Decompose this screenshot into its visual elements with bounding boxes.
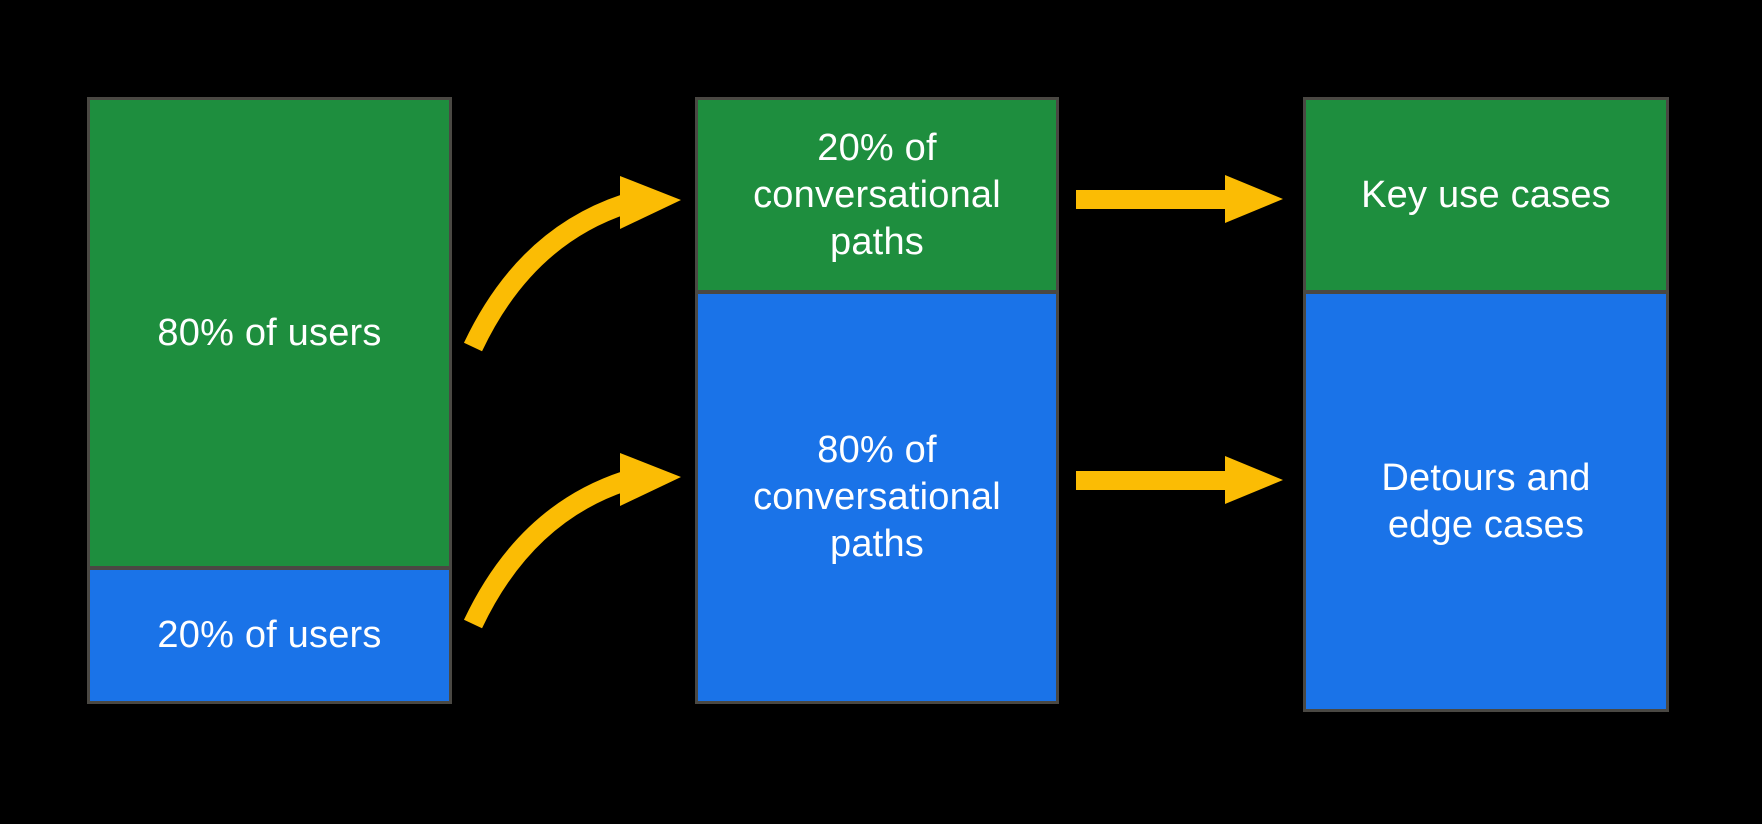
label-key-use-cases: Key use cases — [1361, 173, 1611, 216]
curved-arrow-users80-to-paths20 — [463, 176, 681, 352]
label-paths-80: 80% of conversational paths — [753, 429, 1001, 565]
bar-users: 80% of users 20% of users — [87, 97, 452, 704]
segment-detours-edge-cases: Detours and edge cases — [1306, 290, 1666, 709]
bar-use-cases: Key use cases Detours and edge cases — [1303, 97, 1669, 712]
segment-paths-20: 20% of conversational paths — [698, 100, 1056, 290]
segment-users-20: 20% of users — [90, 566, 449, 701]
straight-arrow-paths80-to-detours — [1076, 456, 1283, 504]
segment-key-use-cases: Key use cases — [1306, 100, 1666, 290]
label-paths-20: 20% of conversational paths — [753, 126, 1001, 263]
segment-paths-80: 80% of conversational paths — [698, 290, 1056, 701]
curved-arrow-users20-to-paths80 — [463, 453, 681, 629]
bar-conversational-paths: 20% of conversational paths 80% of conve… — [695, 97, 1059, 704]
label-users-20: 20% of users — [157, 614, 382, 656]
label-users-80: 80% of users — [157, 311, 382, 354]
label-detours-edge-cases: Detours and edge cases — [1381, 456, 1591, 546]
straight-arrow-paths20-to-key-use-cases — [1076, 175, 1283, 223]
segment-users-80: 80% of users — [90, 100, 449, 566]
